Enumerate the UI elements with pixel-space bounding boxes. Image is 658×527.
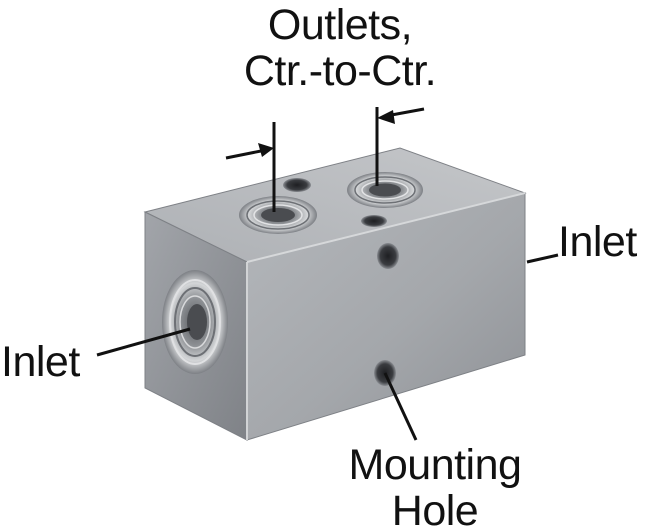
leader-inlet-right [526,253,559,264]
outlet-port-left [239,196,317,234]
inlet-label-left: Inlet [1,338,80,386]
mounting-label-line2: Hole [391,487,479,527]
mounting-label-line1: Mounting [348,441,522,489]
outlet-port-right [347,172,423,208]
outlets-label-line1: Outlets, [267,1,413,49]
top-small-hole-back [283,178,311,192]
inlet-port-left-face [162,270,228,374]
mounting-hole-label: Mounting Hole [315,442,555,527]
leader-inlet-left [96,327,191,357]
outlets-label-line2: Ctr.-to-Ctr. [243,47,437,95]
dimension-arrow-right [377,110,395,124]
dimension-callout [225,107,425,212]
top-small-hole-front [361,215,387,227]
inlet-label-right: Inlet [558,218,637,266]
outlets-label: Outlets, Ctr.-to-Ctr. [150,2,530,94]
leader-mounting-hole [383,372,418,441]
dimension-arrow-left [258,143,274,157]
front-hole-upper [377,243,399,269]
